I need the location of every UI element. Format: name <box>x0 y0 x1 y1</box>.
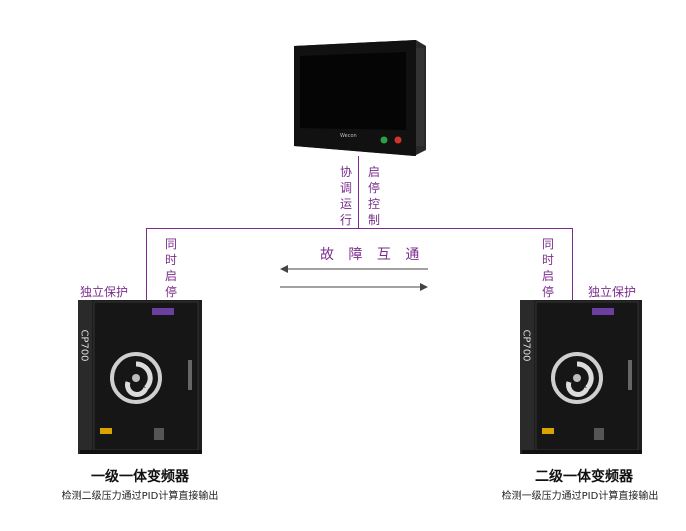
fault-interconnect-label: 故 障 互 通 <box>320 247 425 263</box>
swirl-logo-icon <box>110 352 162 404</box>
cabinet-drawing <box>520 300 642 454</box>
left-protect-label: 独立保护 <box>80 285 129 299</box>
left-vertical-line <box>146 228 147 300</box>
hmi-panel: Wecon <box>288 38 436 156</box>
left-arrow-head-icon <box>280 265 288 273</box>
hmi-brand-label: Wecon <box>340 133 357 139</box>
left-unit-title: 一级一体变频器 <box>91 469 189 485</box>
right-unit-title: 二级一体变频器 <box>535 469 633 485</box>
bidirectional-arrows <box>280 265 428 291</box>
right-unit-subtitle: 检测一级压力通过PID计算直接输出 <box>501 491 659 502</box>
right-sync-start-stop-label: 同时启停 <box>541 237 554 299</box>
right-protect-label: 独立保护 <box>588 285 637 299</box>
right-vertical-line <box>572 228 573 300</box>
main-horizontal-line <box>146 228 572 229</box>
left-inverter-cabinet: CP700 <box>78 300 202 454</box>
start-stop-control-label: 启停控制 <box>367 165 380 227</box>
left-unit-subtitle: 检测二级压力通过PID计算直接输出 <box>61 491 219 502</box>
cabinet-model-label: CP700 <box>78 329 90 362</box>
cabinet-model-label: CP700 <box>520 329 532 362</box>
hmi-panel-drawing <box>294 40 426 156</box>
right-inverter-cabinet: CP700 <box>520 300 642 454</box>
cabinet-drawing <box>78 300 202 454</box>
coordinate-run-label: 协调运行 <box>339 165 352 227</box>
swirl-logo-icon <box>551 352 603 404</box>
right-arrow-head-icon <box>420 283 428 291</box>
left-sync-start-stop-label: 同时启停 <box>164 237 177 299</box>
center-vertical-line <box>358 156 359 228</box>
